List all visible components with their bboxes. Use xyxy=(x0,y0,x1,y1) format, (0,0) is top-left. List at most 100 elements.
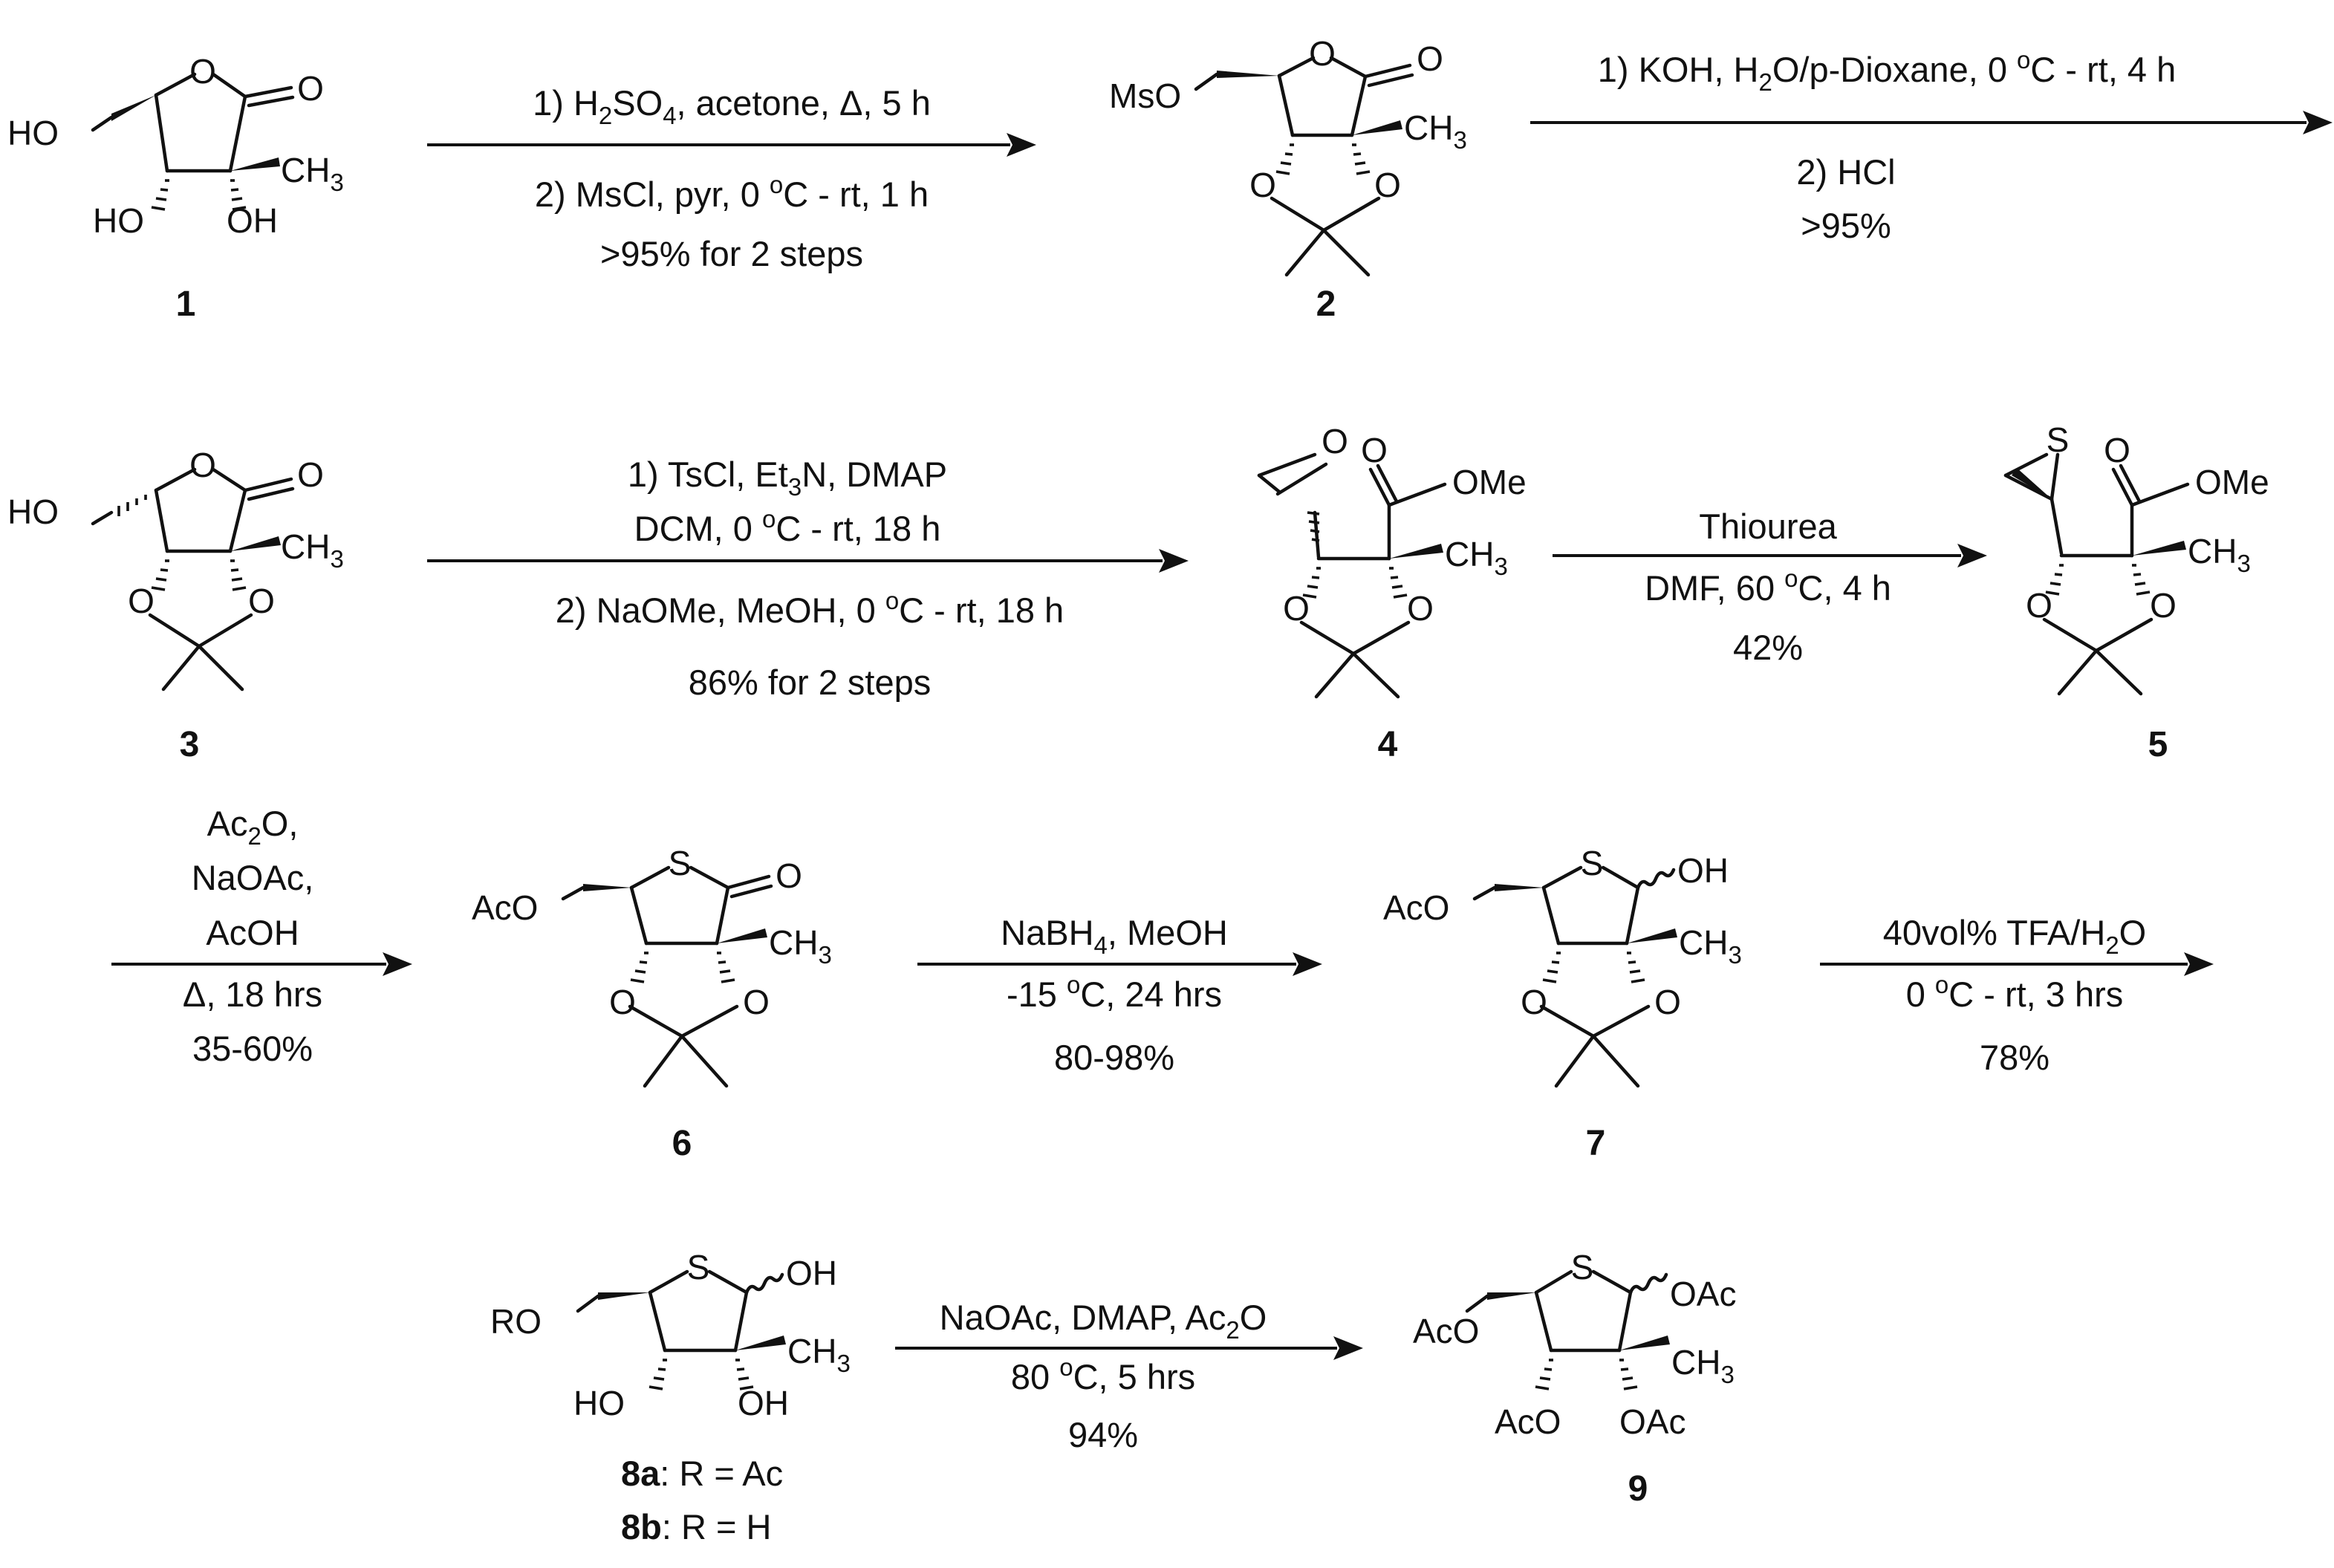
compound-number-7: 7 xyxy=(1586,1124,1606,1163)
carbonyl-oxygen-label: O xyxy=(1417,39,1443,78)
condition-line-1: 1) H2​SO4​, acetone, Δ, 5 h xyxy=(533,83,931,129)
reaction-arrow-6-to-7 xyxy=(917,952,1322,976)
acetonide-oxygen-right-label: O xyxy=(1654,983,1681,1021)
condition-line-1: NaBH4​, MeOH xyxy=(1001,913,1228,959)
thiirane-sulfur-label: S xyxy=(2047,420,2070,459)
reaction-conditions-8-to-9: NaOAc, DMAP, Ac2​O 80 oC, 5 hrs 94% xyxy=(940,1298,1267,1454)
acetonide-oxygen-left-label: O xyxy=(1249,166,1276,204)
compound-number-3: 3 xyxy=(180,725,200,764)
hydroxyl-right-label: OH xyxy=(738,1384,789,1422)
methyl-label: CH3​ xyxy=(787,1332,851,1377)
carbonyl-oxygen-label: O xyxy=(297,455,324,494)
condition-line-2: DCM, 0 oC - rt, 18 h xyxy=(634,505,941,548)
methyl-ester-label: OMe xyxy=(1452,463,1527,501)
ring-sulfur-label: S xyxy=(669,844,692,882)
compound-8a-substituent: : R = Ac xyxy=(660,1454,783,1493)
compound-8-structure: S OH RO CH3​ HO OH 8a: R = Ac 8b: R = H xyxy=(490,1248,851,1546)
methyl-label: CH3​ xyxy=(2188,532,2251,577)
reaction-arrow-8-to-9 xyxy=(895,1336,1363,1360)
reaction-arrow-7-to-8 xyxy=(1820,952,2214,976)
reaction-arrow-1-to-2 xyxy=(427,133,1036,157)
condition-line-3: AcOH xyxy=(206,913,299,952)
yield-label: 42% xyxy=(1733,628,1803,667)
acetonide-oxygen-left-label: O xyxy=(1283,589,1310,628)
compound-5-structure: S O OMe CH3​ O O 5 xyxy=(2003,420,2269,764)
ring-sulfur-label: S xyxy=(687,1248,710,1286)
carbonyl-oxygen-label: O xyxy=(1361,431,1388,469)
compound-4-structure: O O OMe CH3​ O O 4 xyxy=(1257,422,1527,764)
compound-8b-substituent: : R = H xyxy=(662,1507,772,1546)
condition-line-1: 1) KOH, H2​O/p-Dioxane, 0 oC - rt, 4 h xyxy=(1598,46,2177,96)
reaction-conditions-2-to-3: 1) KOH, H2​O/p-Dioxane, 0 oC - rt, 4 h 2… xyxy=(1598,46,2177,245)
methyl-label: CH3​ xyxy=(281,151,344,196)
compound-1-structure: O O HO CH3​ HO OH 1 xyxy=(7,52,344,324)
carbonyl-oxygen-label: O xyxy=(776,856,802,895)
yield-label: >95% for 2 steps xyxy=(600,234,863,273)
reaction-arrow-4-to-5 xyxy=(1553,544,1987,567)
compound-9-structure: S OAc AcO CH3​ AcO OAc 9 xyxy=(1413,1248,1736,1509)
condition-line-2: DMF, 60 oC, 4 h xyxy=(1645,565,1891,608)
acetonide-oxygen-right-label: O xyxy=(2150,586,2177,625)
condition-line-1: Thiourea xyxy=(1699,507,1837,546)
acetonide-oxygen-left-label: O xyxy=(2026,586,2052,625)
acetonide-oxygen-right-label: O xyxy=(743,983,770,1021)
condition-line-2: 2) MsCl, pyr, 0 oC - rt, 1 h xyxy=(535,171,929,214)
reaction-conditions-3-to-4: 1) TsCl, Et3​N, DMAP DCM, 0 oC - rt, 18 … xyxy=(556,455,1064,702)
acetonide-oxygen-right-label: O xyxy=(248,582,275,620)
condition-line-1: 40vol% TFA/H2​O xyxy=(1883,913,2146,959)
compound-number-4: 4 xyxy=(1378,725,1398,764)
mesylate-label: MsO xyxy=(1109,77,1181,115)
hydroxymethyl-label: HO xyxy=(7,114,59,152)
ring-sulfur-label: S xyxy=(1571,1248,1594,1286)
yield-label: 35-60% xyxy=(192,1029,313,1068)
yield-label: 78% xyxy=(1980,1038,2049,1077)
reaction-conditions-5-to-6: Ac2​O, NaOAc, AcOH Δ, 18 hrs 35-60% xyxy=(183,804,322,1068)
compound-number-5: 5 xyxy=(2148,725,2168,764)
acetonide-oxygen-left-label: O xyxy=(609,983,636,1021)
compound-8a-caption: 8a: R = Ac xyxy=(621,1454,783,1493)
ring-oxygen-label: O xyxy=(189,446,216,484)
acetoxy-label: AcO xyxy=(1383,888,1449,927)
compound-number-9: 9 xyxy=(1628,1469,1648,1509)
methyl-label: CH3​ xyxy=(1404,108,1467,154)
compound-number-6: 6 xyxy=(672,1124,692,1163)
reaction-conditions-6-to-7: NaBH4​, MeOH -15 oC, 24 hrs 80-98% xyxy=(1001,913,1228,1077)
compound-number-8a: 8a xyxy=(621,1454,660,1493)
anomeric-acetoxy-label: OAc xyxy=(1670,1275,1736,1313)
yield-label: 80-98% xyxy=(1054,1038,1174,1077)
condition-line-4: Δ, 18 hrs xyxy=(183,975,322,1014)
acetonide-oxygen-left-label: O xyxy=(128,582,155,620)
compound-8b-caption: 8b: R = H xyxy=(621,1507,771,1546)
methyl-label: CH3​ xyxy=(1445,535,1508,580)
compound-number-8b: 8b xyxy=(621,1507,662,1546)
condition-line-3: 2) NaOMe, MeOH, 0 oC - rt, 18 h xyxy=(556,587,1064,630)
acetoxy-right-label: OAc xyxy=(1619,1402,1686,1441)
compound-3-structure: O O HO CH3​ O O 3 xyxy=(7,446,344,764)
methyl-label: CH3​ xyxy=(769,923,832,969)
epoxide-oxygen-label: O xyxy=(1322,422,1348,461)
compound-number-1: 1 xyxy=(176,284,196,324)
reaction-arrow-5-to-6 xyxy=(111,952,412,976)
hydroxyl-left-label: HO xyxy=(93,201,144,240)
yield-label: >95% xyxy=(1801,206,1891,245)
condition-line-2: 2) HCl xyxy=(1796,152,1895,192)
acetoxy-label: AcO xyxy=(1413,1312,1479,1350)
acetonide-oxygen-right-label: O xyxy=(1374,166,1401,204)
condition-line-2: NaOAc, xyxy=(192,858,314,897)
anomeric-hydroxyl-label: OH xyxy=(1677,851,1729,890)
reaction-arrow-2-to-3 xyxy=(1530,111,2333,134)
compound-6-structure: S O AcO CH3​ O O 6 xyxy=(472,844,832,1163)
acetonide-oxygen-right-label: O xyxy=(1407,589,1434,628)
acetoxy-left-label: AcO xyxy=(1495,1402,1561,1441)
methyl-label: CH3​ xyxy=(1679,923,1742,969)
condition-line-1: 1) TsCl, Et3​N, DMAP xyxy=(628,455,947,501)
anomeric-hydroxyl-label: OH xyxy=(786,1254,837,1292)
ring-oxygen-label: O xyxy=(1309,34,1336,73)
yield-label: 94% xyxy=(1068,1415,1138,1454)
carbonyl-oxygen-label: O xyxy=(2104,431,2130,469)
acetonide-oxygen-left-label: O xyxy=(1521,983,1547,1021)
compound-2-structure: O O MsO CH3​ O O 2 xyxy=(1109,34,1467,324)
carbonyl-oxygen-label: O xyxy=(297,69,324,108)
methyl-label: CH3​ xyxy=(281,527,344,573)
